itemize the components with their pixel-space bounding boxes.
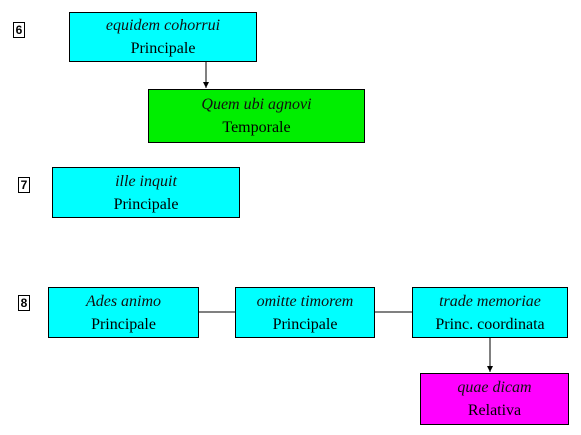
clause-box-omitte-timorem: omitte timorem Principale	[235, 287, 375, 338]
clause-phrase: ille inquit	[115, 172, 177, 190]
clause-phrase: omitte timorem	[256, 292, 354, 310]
clause-phrase: quae dicam	[457, 379, 532, 396]
group-number-6: 6	[13, 22, 25, 38]
clause-phrase: equidem cohorrui	[105, 17, 221, 34]
clause-type-label: Relativa	[467, 402, 522, 419]
clause-type-label: Principale	[91, 315, 156, 333]
clause-box-quem-ubi-agnovi: Quem ubi agnovi Temporale	[148, 89, 365, 143]
clause-type-label: Principale	[130, 40, 196, 57]
clause-box-ades-animo: Ades animo Principale	[48, 287, 199, 338]
clause-type-label: Temporale	[222, 119, 291, 136]
clause-type-label: Principale	[113, 195, 179, 213]
clause-box-ille-inquit: ille inquit Principale	[52, 167, 240, 218]
clause-phrase: trade memoriae	[439, 292, 541, 310]
group-number-8: 8	[18, 295, 30, 311]
clause-type-label: Principale	[272, 315, 338, 333]
clause-type-label: Princ. coordinata	[435, 315, 545, 333]
clause-phrase: Ades animo	[85, 292, 162, 310]
group-number-7: 7	[18, 177, 30, 193]
clause-box-quae-dicam: quae dicam Relativa	[420, 373, 569, 425]
clause-box-equidem-cohorrui: equidem cohorrui Principale	[69, 12, 257, 62]
clause-phrase: Quem ubi agnovi	[201, 96, 312, 113]
clause-box-trade-memoriae: trade memoriae Princ. coordinata	[412, 287, 568, 338]
